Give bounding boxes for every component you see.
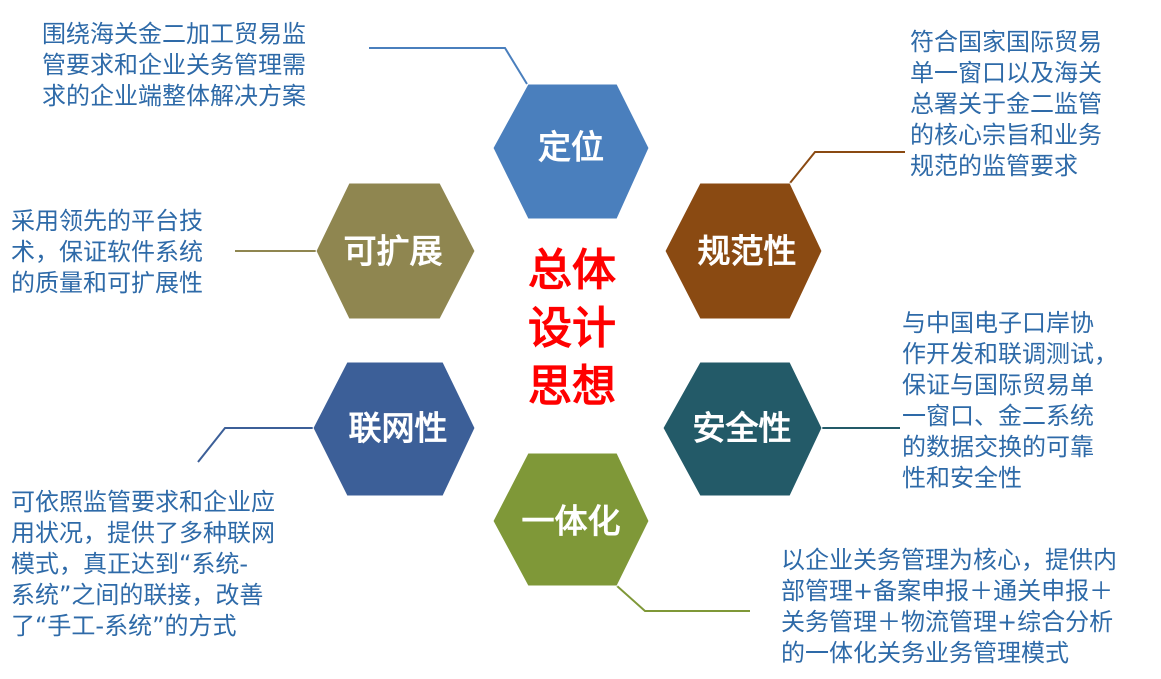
connector-lianwangxing: [197, 427, 313, 463]
desc-kekuozhan: 采用领先的平台技 术，保证软件系统 的质量和可扩展性: [11, 207, 203, 297]
hex-guifanxing-shape: [664, 182, 823, 320]
hex-dingwei-shape: [492, 83, 650, 220]
hex-kekuozhan-label: 可扩展: [344, 232, 443, 271]
desc-guifanxing: 符合国家国际贸易 单一窗口以及海关 总署关于金二监管 的核心宗旨和业务 规范的监…: [910, 28, 1102, 180]
desc-anquanxing: 与中国电子口岸协 作开发和联调测试， 保证与国际贸易单 一窗口、金二系统 的数据…: [902, 309, 1118, 492]
connector-dingwei: [369, 47, 528, 85]
desc-lianwangxing: 可依照监管要求和企业应 用状况，提供了多种联网 模式，真正达到“系统- 系统”之…: [11, 488, 275, 640]
desc-dingwei: 围绕海关金二加工贸易监 管要求和企业关务管理需 求的企业端整体解决方案: [42, 20, 306, 110]
hex-dingwei: 定位: [492, 83, 650, 220]
center-title: 总体 设计 思想: [528, 245, 616, 412]
hex-anquanxing-shape: [662, 361, 823, 497]
hex-yitihua-label: 一体化: [522, 502, 621, 541]
hex-lianwangxing-label: 联网性: [349, 409, 448, 448]
hex-anquanxing-label: 安全性: [693, 409, 792, 448]
hex-guifanxing-label: 规范性: [698, 232, 797, 271]
hex-kekuozhan-shape: [315, 182, 476, 320]
hex-yitihua: 一体化: [492, 452, 650, 587]
hex-yitihua-shape: [492, 452, 650, 587]
hex-lianwangxing: 联网性: [312, 361, 476, 497]
hex-kekuozhan: 可扩展: [315, 182, 476, 320]
desc-yitihua: 以企业关务管理为核心，提供内 部管理+备案申报＋通关申报＋ 关务管理＋物流管理+…: [781, 546, 1117, 667]
hex-anquanxing: 安全性: [662, 361, 823, 497]
hex-dingwei-label: 定位: [538, 128, 604, 167]
hex-lianwangxing-shape: [312, 361, 476, 497]
connector-yitihua: [616, 585, 750, 612]
hex-guifanxing: 规范性: [664, 182, 823, 320]
connector-guifanxing: [789, 151, 905, 184]
